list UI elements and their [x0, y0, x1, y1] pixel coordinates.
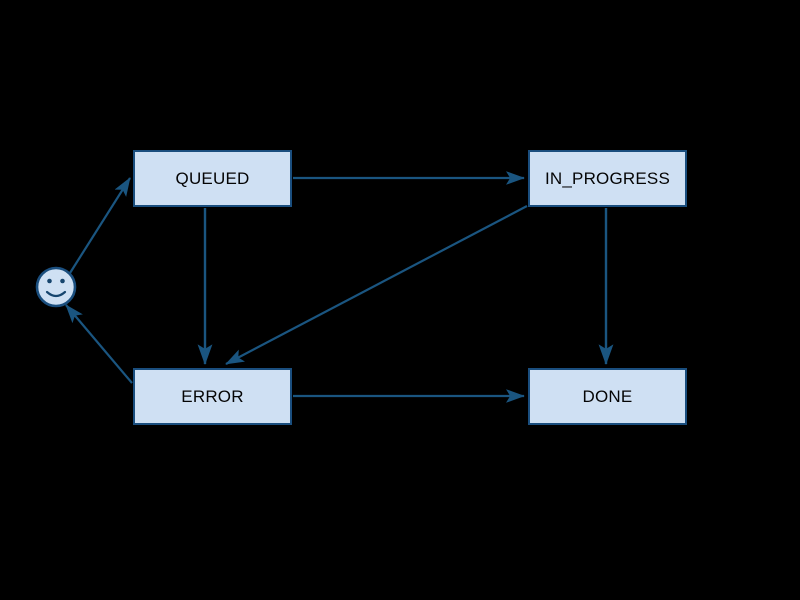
state-label-error: ERROR — [181, 387, 244, 406]
edge-error-to-start — [65, 304, 133, 384]
edge-start-to-queued — [69, 177, 131, 274]
edge-in-progress-to-error — [225, 205, 528, 365]
state-label-queued: QUEUED — [175, 169, 250, 188]
state-node-queued[interactable]: QUEUED — [133, 150, 292, 207]
state-label-done: DONE — [582, 387, 633, 406]
smiley-face-circle — [35, 266, 77, 308]
smiley-right-eye-icon — [60, 278, 65, 284]
state-node-done[interactable]: DONE — [528, 368, 687, 425]
start-node-smiley[interactable] — [35, 266, 77, 308]
smiley-left-eye-icon — [47, 278, 52, 284]
state-label-in-progress: IN_PROGRESS — [544, 169, 670, 188]
state-node-in-progress[interactable]: IN_PROGRESS — [528, 150, 687, 207]
state-node-error[interactable]: ERROR — [133, 368, 292, 425]
smiley-mouth-icon — [45, 290, 67, 298]
